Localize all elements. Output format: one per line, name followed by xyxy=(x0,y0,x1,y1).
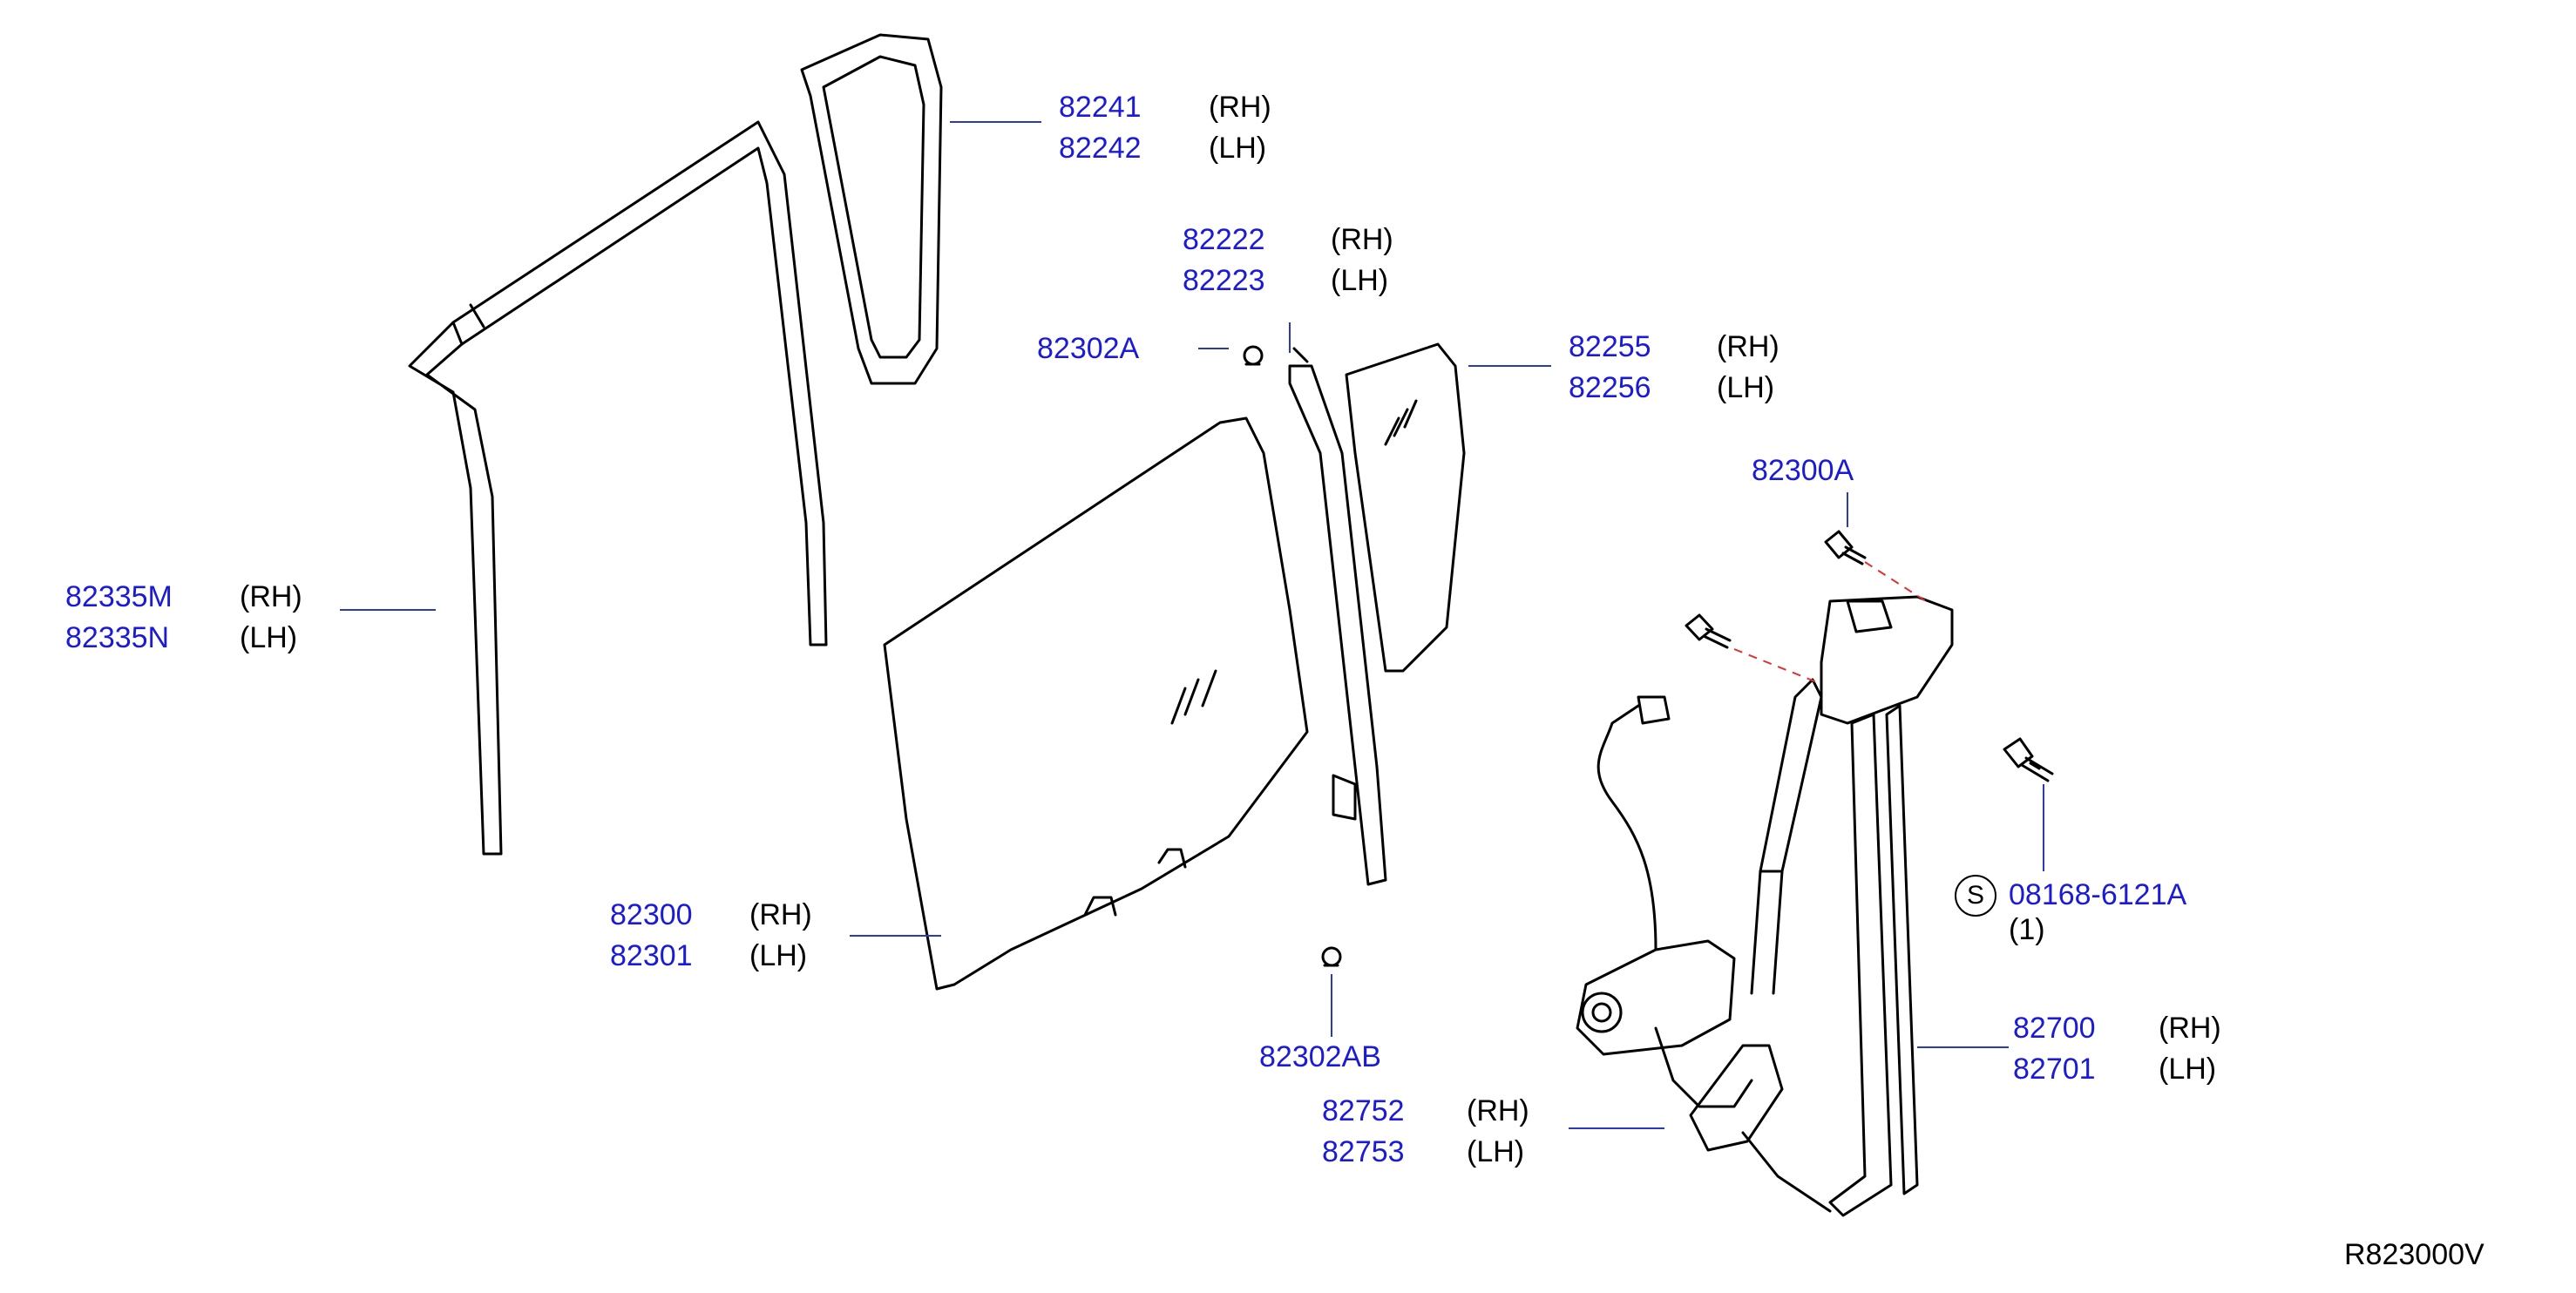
part-82753-label[interactable]: 82753 xyxy=(1322,1135,1405,1168)
side-lh-label: (LH) xyxy=(240,621,298,654)
part-82302ab-label[interactable]: 82302AB xyxy=(1259,1040,1381,1073)
part-82256-label[interactable]: 82256 xyxy=(1569,371,1651,404)
bolt-regulator-shape xyxy=(1685,613,1732,649)
standard-part-symbol: S xyxy=(1955,875,1996,917)
quantity-label: (1) xyxy=(2009,913,2045,946)
part-08168-6121a-label[interactable]: 08168-6121A xyxy=(2009,878,2187,911)
bolt-82300a-shape xyxy=(1824,530,1867,565)
part-82335m-label[interactable]: 82335M xyxy=(65,580,173,613)
side-rh-label: (RH) xyxy=(2159,1012,2221,1045)
division-channel-82222-shape xyxy=(1288,347,1387,886)
weatherstrip-82335m-shape xyxy=(408,120,828,856)
side-lh-label: (LH) xyxy=(1717,371,1775,404)
side-lh-label: (LH) xyxy=(749,939,808,972)
part-82701-label[interactable]: 82701 xyxy=(2013,1053,2096,1086)
regulator-82700-shape xyxy=(1689,595,1954,1217)
side-lh-label: (LH) xyxy=(1467,1135,1525,1168)
part-number-lh[interactable]: 82242 xyxy=(1059,132,1142,165)
part-82241-label[interactable]: 82241 xyxy=(1059,90,1142,125)
side-lh-label: (LH) xyxy=(2159,1053,2217,1086)
clip-82302ab-shape xyxy=(1321,946,1342,967)
door-glass-82300-shape xyxy=(883,416,1309,991)
side-lh-label: (LH) xyxy=(1209,132,1267,165)
part-82335n-label[interactable]: 82335N xyxy=(65,621,170,654)
bolt-08168-shape xyxy=(2003,737,2054,782)
sash-seal-82241-shape xyxy=(800,33,943,385)
part-number-rh[interactable]: 82241 xyxy=(1059,91,1142,124)
part-82752-label[interactable]: 82752 xyxy=(1322,1094,1405,1127)
part-82302a-label[interactable]: 82302A xyxy=(1037,332,1140,365)
side-rh-label: (RH) xyxy=(1209,91,1271,124)
side-lh-label: (LH) xyxy=(1331,264,1389,297)
diagram-id: R823000V xyxy=(2344,1238,2484,1271)
side-rh-label: (RH) xyxy=(1467,1094,1529,1127)
part-82255-label[interactable]: 82255 xyxy=(1569,330,1651,363)
part-82300-label[interactable]: 82300 xyxy=(610,898,693,931)
part-82223-label[interactable]: 82223 xyxy=(1183,264,1265,297)
side-rh-label: (RH) xyxy=(1331,223,1393,256)
part-82300a-label[interactable]: 82300A xyxy=(1752,454,1854,487)
side-rh-label: (RH) xyxy=(1717,330,1779,363)
part-82222-label[interactable]: 82222 xyxy=(1183,223,1265,256)
part-82242-label[interactable]: 82242 xyxy=(1059,131,1142,166)
quarter-glass-82255-shape xyxy=(1345,342,1466,673)
clip-82302a-shape xyxy=(1243,345,1264,366)
side-rh-label: (RH) xyxy=(749,898,812,931)
motor-82752-shape xyxy=(1576,695,1753,1108)
side-rh-label: (RH) xyxy=(240,580,302,613)
part-82301-label[interactable]: 82301 xyxy=(610,939,693,972)
part-82700-label[interactable]: 82700 xyxy=(2013,1012,2096,1045)
